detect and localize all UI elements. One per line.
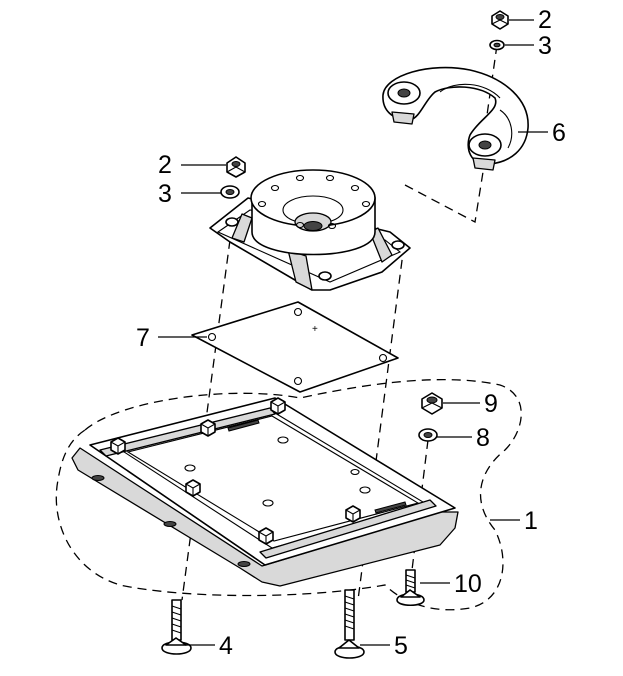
handle xyxy=(382,66,529,171)
base-tray xyxy=(71,397,459,587)
callout-3-top: 3 xyxy=(538,32,552,60)
tray-studs xyxy=(110,397,361,545)
callout-labels: 2 3 6 2 3 7 9 8 1 10 4 5 xyxy=(136,6,566,660)
callout-9: 9 xyxy=(484,390,498,418)
callout-7: 7 xyxy=(136,324,150,352)
callout-2-left: 2 xyxy=(158,151,172,179)
leader-lines xyxy=(158,19,548,646)
bolt-part-4 xyxy=(161,599,192,655)
gasket-plate: + xyxy=(191,301,399,393)
callout-2-top: 2 xyxy=(538,6,552,34)
callout-4: 4 xyxy=(219,632,233,660)
bolt-part-10 xyxy=(396,569,425,607)
washer-part-8 xyxy=(418,428,438,442)
washer-part-3-left xyxy=(220,185,240,199)
callout-8: 8 xyxy=(476,424,490,452)
swivel-mount xyxy=(209,169,411,291)
svg-text:+: + xyxy=(312,324,318,335)
callout-1: 1 xyxy=(524,507,538,535)
nut-part-2-top xyxy=(491,10,509,30)
callout-3-left: 3 xyxy=(158,180,172,208)
callout-5: 5 xyxy=(394,632,408,660)
washer-part-3-top xyxy=(489,39,505,51)
nut-part-2-left xyxy=(226,156,246,178)
callout-6: 6 xyxy=(552,119,566,147)
nut-part-9 xyxy=(421,392,443,415)
callout-10: 10 xyxy=(454,570,482,598)
bolt-part-5 xyxy=(334,589,365,659)
